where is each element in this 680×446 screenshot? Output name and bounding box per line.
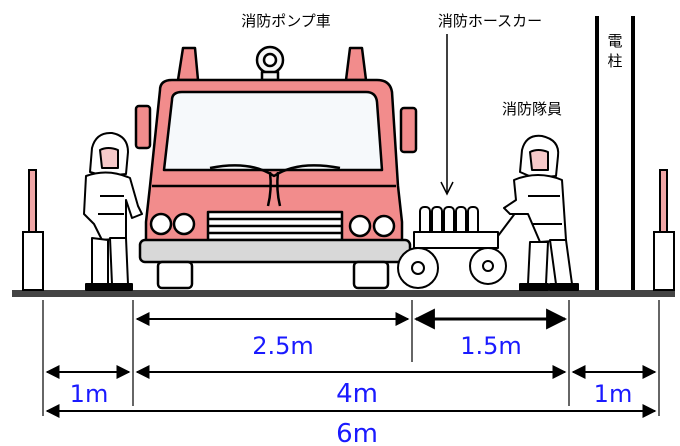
label-pole-line1: 電 bbox=[607, 32, 622, 50]
label-pump-truck: 消防ポンプ車 bbox=[241, 12, 331, 30]
left-bollard bbox=[22, 169, 44, 291]
dimension-arrows bbox=[45, 308, 657, 418]
label-pole-line2: 柱 bbox=[607, 52, 622, 70]
left-firefighter bbox=[83, 131, 143, 291]
ground-line bbox=[12, 290, 675, 297]
dim-label-total: 6m bbox=[336, 419, 378, 446]
dim-label-truck: 2.5m bbox=[252, 332, 314, 360]
right-bollard bbox=[653, 169, 675, 291]
hose-cart bbox=[397, 206, 517, 289]
utility-pole bbox=[595, 16, 635, 290]
label-firefighter: 消防隊員 bbox=[502, 100, 562, 118]
label-hose-cart: 消防ホースカー bbox=[438, 12, 542, 30]
dimension-extension-lines bbox=[42, 300, 660, 416]
dim-label-right: 1m bbox=[594, 380, 633, 408]
dim-label-cart: 1.5m bbox=[460, 332, 522, 360]
hose-cart-pointer-head bbox=[440, 181, 454, 196]
dim-label-center: 4m bbox=[336, 379, 378, 409]
fire-pump-truck bbox=[134, 45, 418, 290]
right-firefighter bbox=[503, 134, 579, 291]
dim-label-left: 1m bbox=[70, 380, 109, 408]
